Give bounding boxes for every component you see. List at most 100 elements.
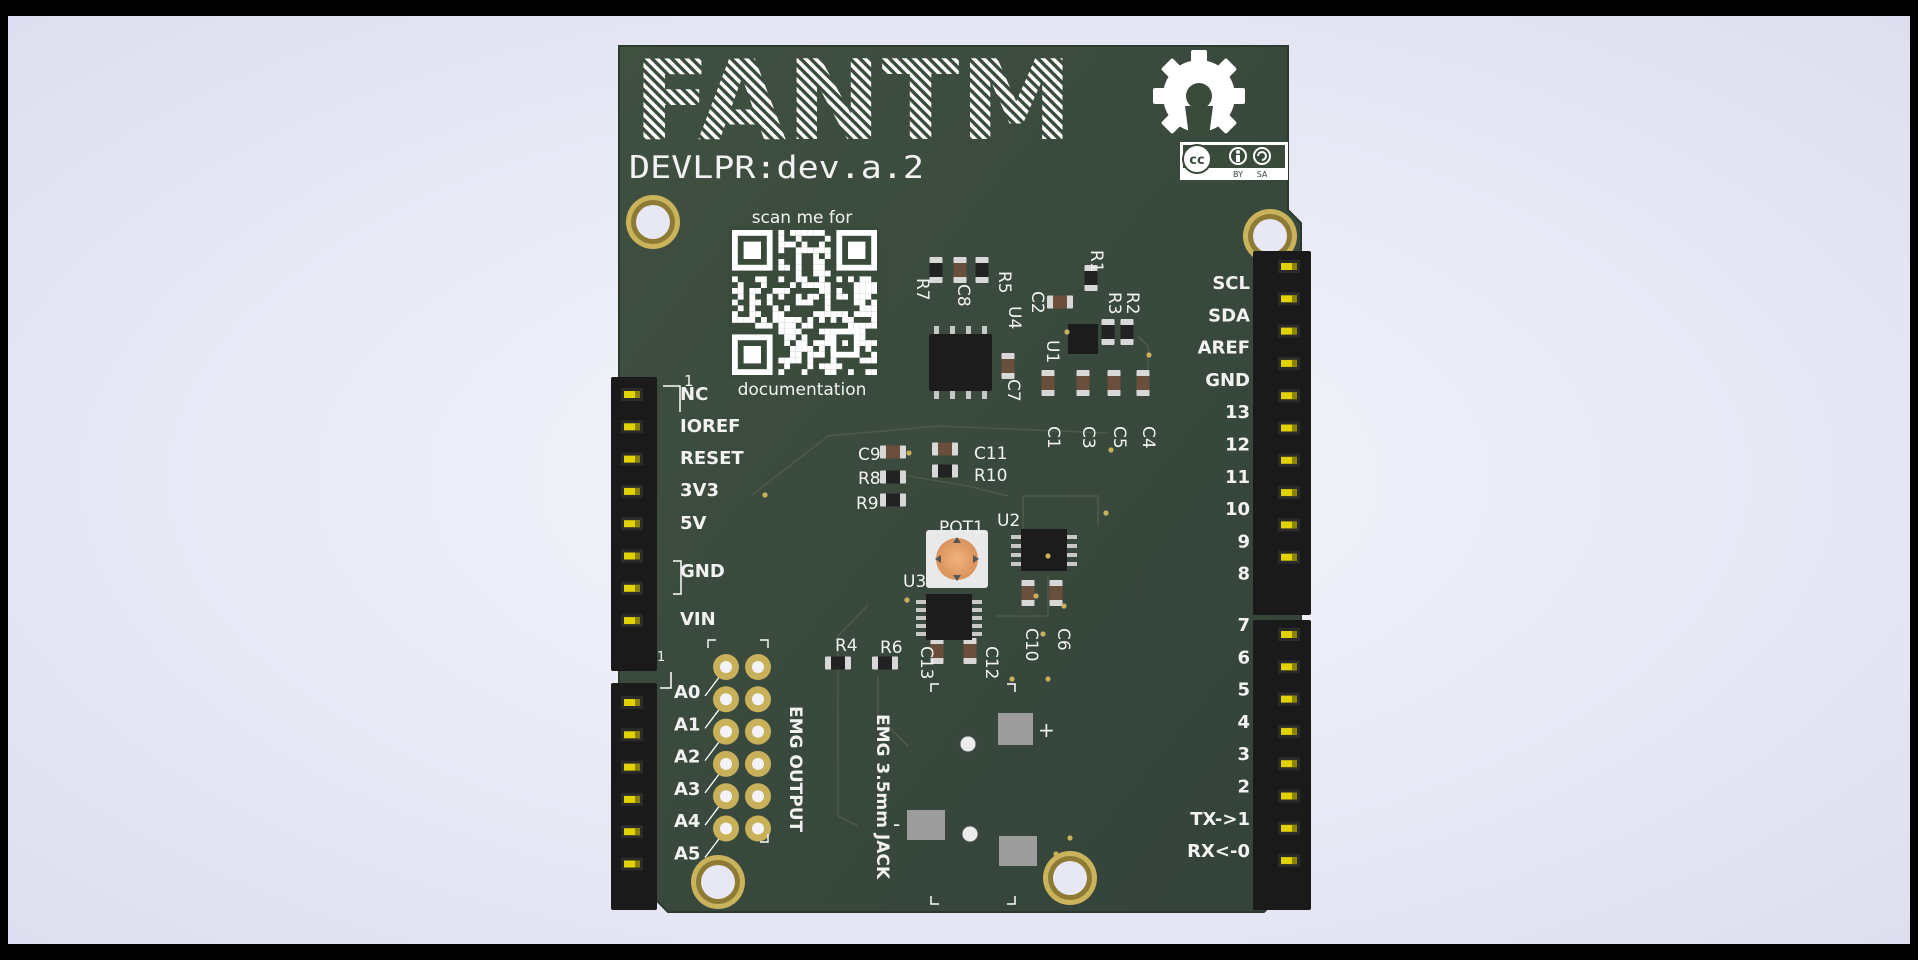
refdes-u2: U2 bbox=[997, 511, 1020, 531]
refdes-u4: U4 bbox=[1004, 306, 1024, 329]
emg-output-label: EMG OUTPUT bbox=[785, 706, 805, 833]
component-c9 bbox=[880, 445, 906, 459]
header-digital-low-pin bbox=[1278, 660, 1300, 674]
mounting-hole-top-left bbox=[626, 195, 680, 249]
component-c11 bbox=[932, 442, 958, 456]
header-analog-pin bbox=[621, 857, 643, 871]
header-analog-label: A2 bbox=[674, 747, 700, 768]
component-c8 bbox=[953, 257, 967, 283]
header-analog-pin bbox=[621, 696, 643, 709]
component-c10 bbox=[1021, 580, 1035, 606]
header-digital-high-pin bbox=[1278, 324, 1300, 338]
reference-designators: R7 C8 R5 R1 C2 R3 R2 U4 U1 C7 C1 C3 C5 C… bbox=[835, 250, 1158, 680]
refdes-r5: R5 bbox=[994, 271, 1014, 294]
header-power-pin bbox=[621, 549, 643, 563]
header-analog-pin bbox=[621, 728, 643, 742]
mounting-holes bbox=[626, 195, 1297, 909]
header-digital-high-label: 12 bbox=[1225, 435, 1250, 456]
creative-commons-icon: cc bbox=[1182, 144, 1212, 174]
header-digital-high-pin bbox=[1278, 486, 1300, 500]
ic-u3 bbox=[916, 594, 982, 640]
header-power-pin bbox=[621, 517, 643, 531]
refdes-u3: U3 bbox=[903, 572, 926, 592]
header-analog-label: A4 bbox=[674, 811, 700, 832]
refdes-c9: C9 bbox=[858, 445, 881, 465]
refdes-c7: C7 bbox=[1003, 379, 1023, 402]
header-power-label: 5V bbox=[680, 513, 707, 534]
via bbox=[1103, 510, 1109, 516]
refdes-pot1: POT1 bbox=[939, 518, 984, 538]
emg-jack[interactable]: + - bbox=[893, 683, 1055, 905]
header-digital-low-pin bbox=[1278, 821, 1300, 835]
header-digital-high-label: 13 bbox=[1225, 402, 1250, 423]
qr-code-icon bbox=[728, 226, 881, 379]
component-r3 bbox=[1101, 319, 1115, 345]
via bbox=[1061, 603, 1067, 609]
via bbox=[1146, 352, 1152, 358]
header-analog-label: A1 bbox=[674, 714, 700, 735]
refdes-c13: C13 bbox=[916, 646, 936, 680]
component-c4 bbox=[1136, 370, 1150, 396]
jack-label: EMG 3.5mm JACK bbox=[872, 714, 892, 880]
refdes-c12: C12 bbox=[981, 646, 1001, 680]
ic-u4 bbox=[929, 326, 992, 399]
header-analog-pin bbox=[621, 760, 643, 774]
component-c7 bbox=[1001, 353, 1015, 379]
refdes-c1: C1 bbox=[1043, 426, 1063, 449]
header-power-pin bbox=[621, 581, 643, 595]
mounting-hole-top-right bbox=[1243, 209, 1297, 263]
component-c12 bbox=[963, 638, 977, 664]
component-c1 bbox=[1041, 370, 1055, 396]
header-digital-high-pin bbox=[1278, 260, 1300, 273]
smd-components bbox=[825, 257, 1150, 670]
refdes-r8: R8 bbox=[858, 469, 881, 489]
header-digital-high-label: SDA bbox=[1208, 305, 1250, 326]
via bbox=[1045, 676, 1051, 682]
potentiometer-pot1[interactable] bbox=[926, 530, 988, 588]
header-digital-low-label: 5 bbox=[1237, 680, 1250, 701]
header-digital-low-pin bbox=[1278, 628, 1300, 641]
header-digital-high-pin bbox=[1278, 421, 1300, 435]
component-r8 bbox=[880, 470, 906, 484]
svg-text:cc: cc bbox=[1189, 153, 1204, 168]
sa-label: SA bbox=[1257, 170, 1268, 179]
vias bbox=[762, 329, 1152, 857]
jack-plus-label: + bbox=[1038, 718, 1055, 742]
component-c6 bbox=[1049, 580, 1063, 606]
refdes-c6: C6 bbox=[1053, 628, 1073, 651]
header-analog-pin bbox=[621, 792, 643, 806]
header-digital-high-label: AREF bbox=[1198, 338, 1250, 359]
component-r2 bbox=[1120, 319, 1134, 345]
header-analog-pin1-marker: 1 bbox=[657, 650, 665, 665]
component-c5 bbox=[1107, 370, 1121, 396]
open-hardware-gear-icon bbox=[1153, 50, 1245, 136]
copper-traces bbox=[751, 335, 1149, 827]
header-power-label: RESET bbox=[680, 448, 744, 469]
refdes-c10: C10 bbox=[1021, 628, 1041, 662]
header-analog-pin bbox=[621, 825, 643, 839]
component-r7 bbox=[929, 257, 943, 283]
refdes-c4: C4 bbox=[1138, 426, 1158, 449]
header-digital-high-label: 8 bbox=[1237, 564, 1250, 585]
component-c13 bbox=[930, 638, 944, 664]
header-digital-high-label: 9 bbox=[1237, 531, 1250, 552]
component-r6 bbox=[872, 656, 898, 670]
component-r1 bbox=[1084, 265, 1098, 291]
header-digital-high-pin bbox=[1278, 518, 1300, 532]
header-digital-low-label: 4 bbox=[1237, 712, 1250, 733]
refdes-r2: R2 bbox=[1122, 292, 1142, 315]
header-digital-high-label: SCL bbox=[1212, 273, 1250, 294]
ic-u2 bbox=[1011, 529, 1077, 571]
via bbox=[1009, 676, 1015, 682]
header-power-label: VIN bbox=[680, 609, 716, 630]
refdes-r4: R4 bbox=[835, 636, 858, 656]
header-digital-high-pin bbox=[1278, 356, 1300, 370]
refdes-r1: R1 bbox=[1086, 250, 1106, 273]
render-viewport: FANTM DEVLPR:dev.a.2 cc bbox=[8, 16, 1910, 944]
via bbox=[1053, 851, 1059, 857]
refdes-r10: R10 bbox=[974, 466, 1007, 486]
refdes-c5: C5 bbox=[1109, 426, 1129, 449]
